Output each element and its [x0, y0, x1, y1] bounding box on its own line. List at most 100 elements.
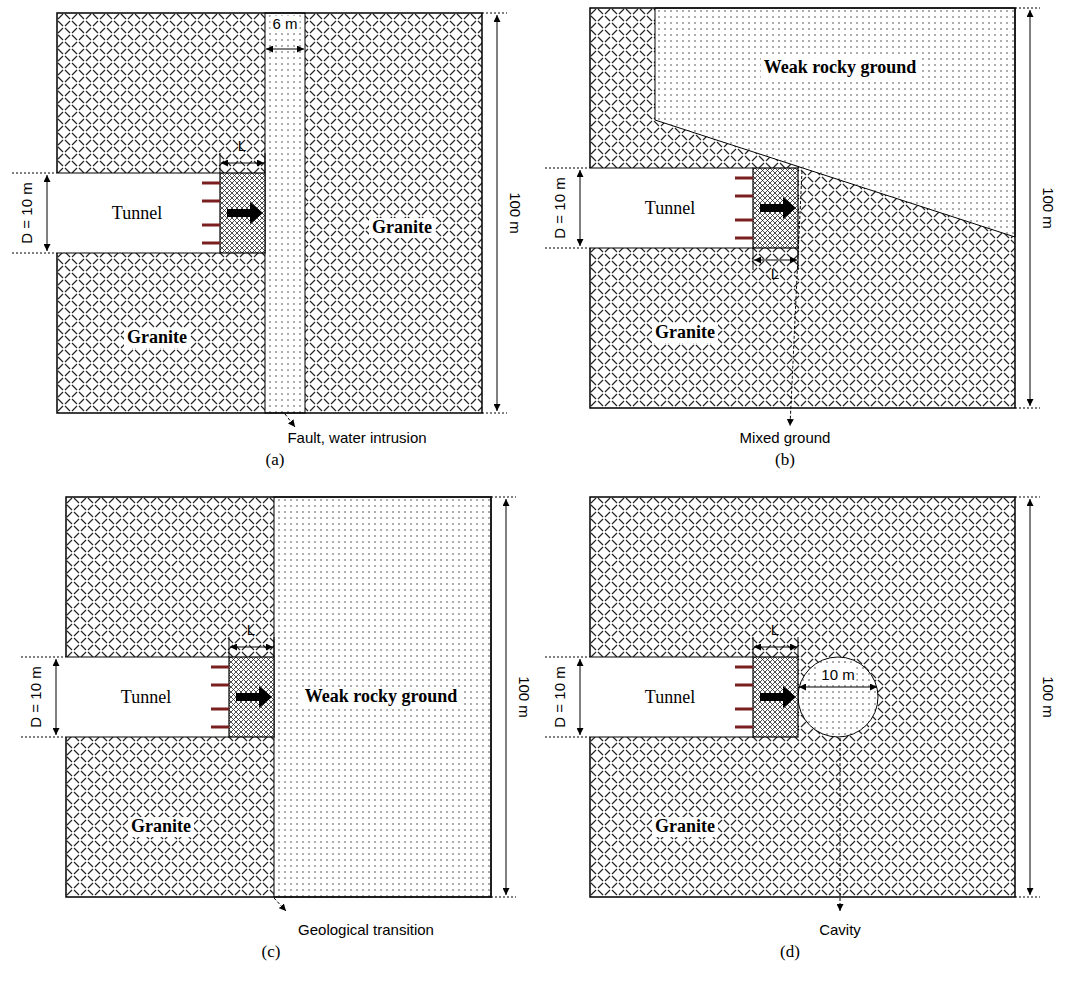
- tunnel-opening: [589, 168, 753, 248]
- leader-line: [274, 898, 286, 911]
- extension-line: [545, 168, 590, 169]
- dimension-line: [230, 647, 273, 648]
- leader-line: [790, 171, 802, 426]
- region-label: Granite: [128, 817, 194, 837]
- callout-label: Fault, water intrusion: [287, 430, 426, 447]
- dimension-label: D = 10 m: [19, 182, 36, 243]
- dimension-label: D = 10 m: [552, 177, 569, 238]
- region-label: Granite: [124, 328, 190, 348]
- rock-bolt: [211, 726, 229, 729]
- rock-bolt: [735, 666, 753, 669]
- rock-bolt: [211, 708, 229, 711]
- granite-region: [66, 497, 491, 897]
- advance-arrow-shaft: [227, 209, 251, 217]
- region-label: Granite: [652, 323, 718, 343]
- extension-line: [220, 153, 221, 173]
- fault-zone: [265, 13, 305, 413]
- rock-bolt: [211, 684, 229, 687]
- tunnel-region: Tunnel: [605, 659, 735, 735]
- extension-line: [21, 737, 66, 738]
- dimension-line: [580, 170, 581, 246]
- rock-bolt: [735, 195, 753, 198]
- panel-frame: [590, 8, 1015, 408]
- tunnel-wall: [66, 736, 229, 737]
- weak-rock-region: [274, 497, 491, 897]
- extension-line: [12, 253, 57, 254]
- tunnel-opening: [589, 657, 753, 737]
- extension-line: [491, 897, 516, 898]
- cavity-circle: [798, 657, 878, 737]
- cutter-head: [753, 168, 798, 248]
- advance-arrow-head: [250, 202, 263, 224]
- panel-frame: [57, 13, 482, 413]
- extension-line: [21, 657, 66, 658]
- dimension-label: 100 m: [1040, 187, 1057, 229]
- dimension-label: 100 m: [516, 676, 533, 718]
- dimension-line: [580, 659, 581, 735]
- dimension-line: [1030, 10, 1031, 406]
- tunnel-wall: [590, 656, 753, 657]
- extension-line: [12, 173, 57, 174]
- region-label: Weak rocky ground: [761, 58, 919, 78]
- dimension-line: [47, 175, 48, 251]
- dimension-label: L: [771, 622, 779, 639]
- rock-bolt: [211, 666, 229, 669]
- tunnel-wall: [57, 252, 220, 253]
- callout-label: Geological transition: [298, 922, 434, 939]
- advance-arrow-head: [259, 686, 272, 708]
- region-label: Tunnel: [112, 203, 162, 224]
- leader-line: [285, 414, 295, 427]
- panel-c: [21, 497, 516, 911]
- panel-frame: [66, 497, 491, 897]
- extension-line: [1015, 408, 1040, 409]
- dimension-label: L: [247, 622, 255, 639]
- extension-line: [545, 248, 590, 249]
- extension-line: [491, 497, 516, 498]
- extension-line: [753, 637, 754, 657]
- dimension-line: [266, 49, 304, 50]
- extension-line: [274, 637, 275, 657]
- dimension-line: [56, 659, 57, 735]
- panel-a: [12, 13, 507, 427]
- region-label: Tunnel: [121, 687, 171, 708]
- cutter-head: [229, 657, 274, 737]
- panel-label: (b): [775, 451, 795, 470]
- callout-label: Mixed ground: [740, 430, 831, 447]
- rock-bolt: [735, 219, 753, 222]
- region-label: Tunnel: [645, 198, 695, 219]
- extension-line: [482, 413, 507, 414]
- tunnel-region: Tunnel: [605, 170, 735, 246]
- tunnel-wall: [590, 736, 753, 737]
- dimension-label: 10 m: [819, 667, 856, 684]
- extension-line: [753, 248, 754, 270]
- rock-bolt: [202, 224, 220, 227]
- extension-line: [1015, 8, 1040, 9]
- rock-bolt: [735, 726, 753, 729]
- dimension-label: L: [238, 138, 246, 155]
- extension-line: [545, 737, 590, 738]
- granite-region: [57, 13, 482, 413]
- panel-frame: [590, 497, 1015, 897]
- extension-line: [1015, 497, 1040, 498]
- region-label: Weak rocky ground: [302, 687, 460, 707]
- dimension-line: [1030, 499, 1031, 895]
- tunnel-opening: [65, 657, 229, 737]
- cutter-head: [753, 657, 798, 737]
- panel-label: (c): [262, 943, 281, 962]
- granite-region: [590, 497, 1015, 897]
- rock-bolt: [735, 684, 753, 687]
- dimension-label: L: [771, 266, 779, 283]
- dimension-label: 100 m: [507, 192, 524, 234]
- tunnel-wall: [66, 656, 229, 657]
- granite-region: [590, 8, 1015, 408]
- tunnel-wall: [57, 172, 220, 173]
- extension-line: [1015, 897, 1040, 898]
- dimension-line: [799, 687, 877, 688]
- dimension-line: [221, 163, 264, 164]
- dimension-label: 6 m: [270, 16, 299, 33]
- leader-line: [840, 738, 841, 911]
- region-label: Granite: [652, 817, 718, 837]
- dimension-label: D = 10 m: [552, 666, 569, 727]
